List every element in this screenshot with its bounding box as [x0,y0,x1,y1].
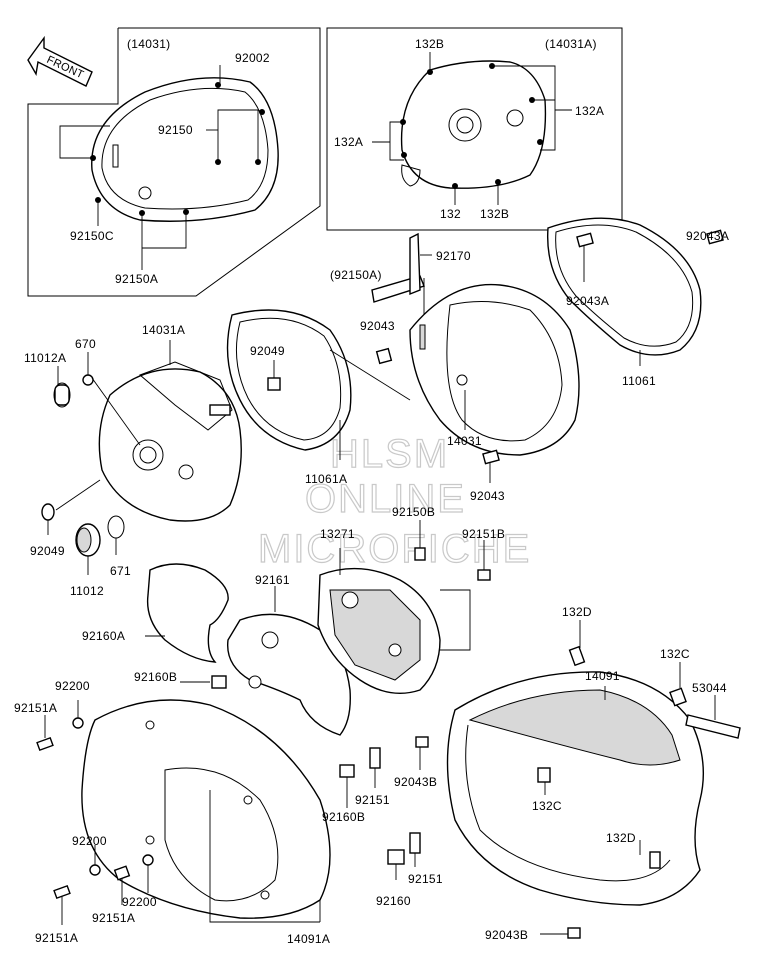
part-label-132C-top: 132C [660,647,690,661]
watermark-line-1: HLSM [330,432,449,476]
part-label-92200-bottom: 92200 [122,895,157,909]
watermark: HLSM ONLINE MICROFICHE [257,431,530,571]
part-label-13271: 13271 [320,527,355,541]
part-label-11061A: 11061A [305,472,347,486]
part-label-92151A-mid: 92151A [92,911,135,925]
part-label-92151A-bottom: 92151A [35,931,78,945]
part-label-132B-top: 132B [415,37,444,51]
plate-92161: 92161 [226,573,351,736]
part-label-14091A: 14091A [287,932,330,946]
inset-left-cover-outline [91,77,279,222]
outer-cover-14091: 14091 [446,669,704,906]
part-label-92160A: 92160A [82,629,125,643]
part-label-92043A-right: 92043A [686,229,729,243]
outer-cover-14091A: 14091A [81,699,331,946]
part-label-92151-mid: 92151 [355,793,390,807]
part-label-92002: 92002 [235,51,270,65]
part-label-14031A: 14031A [142,323,185,337]
part-label-92151-bottom: 92151 [408,872,443,886]
part-label-92170: 92170 [436,249,471,263]
part-label-92161: 92161 [255,573,290,587]
part-label-132D-top: 132D [562,605,592,619]
inner-cover-13271: 13271 92150B 92151B [317,505,505,695]
watermark-line-2: ONLINE [305,477,466,521]
part-label-92043-mid: 92043 [470,489,505,503]
plate-92160A: 92160A [82,563,229,663]
part-label-670: 670 [75,337,96,351]
inset-right: (14031A) 132B 132A 132A 132 132B [326,27,623,231]
part-label-11012A: 11012A [24,351,66,365]
strap-92170: 92170 (92150A) 92043 [330,232,471,333]
part-label-92150A: 92150A [115,272,158,286]
part-label-92150C: 92150C [70,229,114,243]
part-label-14031: 14031 [447,434,482,448]
part-label-92151A-left: 92151A [14,701,57,715]
gasket-11061A: 92049 11061A [226,309,411,486]
part-label-132A-right: 132A [575,104,604,118]
part-label-11012: 11012 [70,584,104,598]
part-label-92150B: 92150B [392,505,435,519]
part-label-92160B-top: 92160B [134,670,177,684]
part-label-92043A-mid: 92043A [566,294,609,308]
part-label-671: 671 [110,564,131,578]
part-label-92049-bot: 92049 [30,544,65,558]
part-label-92043B-mid: 92043B [394,775,437,789]
part-label-92043B-bottom: 92043B [485,928,528,942]
small-parts-bottom: 132D 132C 53044 92200 92151A 92160B 9204… [14,605,741,945]
inset-right-title: (14031A) [545,37,597,51]
part-label-92151B: 92151B [462,527,505,541]
part-label-92150A-paren: (92150A) [330,268,382,282]
part-label-92043-top: 92043 [360,319,395,333]
part-label-92049-top: 92049 [250,344,285,358]
front-arrow-icon: FRONT [27,35,93,87]
part-label-92160B-mid: 92160B [322,810,365,824]
part-label-92200-top: 92200 [55,679,90,693]
inset-left: (14031) 92002 92150 92150C 92150A [27,27,321,297]
part-label-132C-mid: 132C [532,799,562,813]
part-label-132D-bottom: 132D [606,831,636,845]
gasket-11061: 92043A 92043A 11061 [546,217,729,388]
part-label-132A-left: 132A [334,135,363,149]
part-label-132: 132 [440,207,461,221]
part-label-92160: 92160 [376,894,411,908]
cover-14031: 14031 92043 [371,275,580,503]
part-label-92200-mid: 92200 [72,834,107,848]
part-label-53044: 53044 [692,681,727,695]
part-label-132B-bottom: 132B [480,207,509,221]
cover-14031A: 14031A [98,323,242,522]
part-label-11061: 11061 [622,374,656,388]
plug-set-left: 670 11012A 92049 11012 671 [24,337,141,598]
inset-left-title: (14031) [127,37,170,51]
part-label-92150: 92150 [158,123,193,137]
part-label-14091: 14091 [585,669,620,683]
